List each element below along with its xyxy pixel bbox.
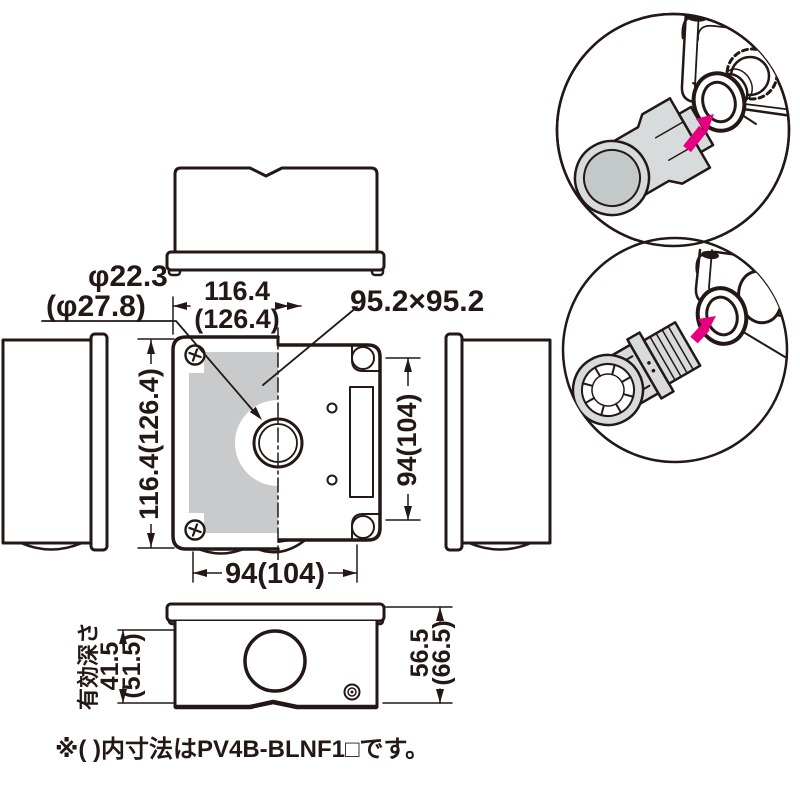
cover-panel xyxy=(189,352,278,533)
screw-hole xyxy=(326,474,338,486)
dim-effective-depth: 有効深さ 41.5 (51.5) xyxy=(76,622,175,710)
bottom-view xyxy=(165,602,386,710)
leader-knockout xyxy=(41,320,262,420)
quick-connector-icon xyxy=(571,321,702,427)
mount-slot-icon xyxy=(701,250,719,260)
right-side-view xyxy=(444,332,552,552)
leader-panel xyxy=(262,306,358,386)
dim-label: 有効深さ xyxy=(76,622,101,710)
dim-text: (51.5) xyxy=(118,633,146,698)
dim-text: 41.5 xyxy=(96,642,124,691)
insert-arrow-icon xyxy=(690,316,716,344)
screw-icon xyxy=(184,344,206,366)
dim-text: 116.4 xyxy=(204,276,270,306)
mount-plate xyxy=(349,386,374,498)
detail-top-content xyxy=(573,14,789,217)
top-view xyxy=(165,166,386,277)
label-knockout-dia: φ22.3 xyxy=(88,260,168,293)
insert-arrow-icon xyxy=(683,114,714,153)
screw-icon xyxy=(184,519,206,541)
pvc-connector-icon xyxy=(573,97,715,217)
box-body xyxy=(276,343,382,542)
drain-hole-icon xyxy=(343,683,361,701)
knockout-hole xyxy=(243,629,307,693)
dim-body-height: 94(104) xyxy=(385,357,422,521)
dim-text: (66.5) xyxy=(428,620,456,685)
corner-hole xyxy=(351,346,375,370)
dim-text: 56.5 xyxy=(406,629,434,678)
dim-text: 94(104) xyxy=(225,558,325,590)
front-view xyxy=(171,327,382,563)
screw-hole xyxy=(326,402,338,414)
dim-text: 116.4(126.4) xyxy=(134,368,164,520)
label-panel-size: 95.2×95.2 xyxy=(350,285,484,318)
dim-cover-width: 116.4 (126.4) xyxy=(172,276,302,335)
label-knockout-dia-paren: (φ27.8) xyxy=(46,290,146,323)
dim-cover-height: 116.4(126.4) xyxy=(134,338,175,549)
left-side-view xyxy=(1,332,109,552)
dim-text: 94(104) xyxy=(392,393,422,486)
note-text: ※( )内寸法はPV4B-BLNF1□です。 xyxy=(55,736,429,763)
gasket-ring-icon xyxy=(695,286,749,346)
dim-total-height: 56.5 (66.5) xyxy=(382,606,456,704)
dim-text: (126.4) xyxy=(194,304,280,334)
corner-hole xyxy=(351,515,375,539)
detail-bottom-content xyxy=(571,248,787,427)
dim-body-width: 94(104) xyxy=(192,544,358,590)
detail-circle-top-outline xyxy=(555,12,791,248)
